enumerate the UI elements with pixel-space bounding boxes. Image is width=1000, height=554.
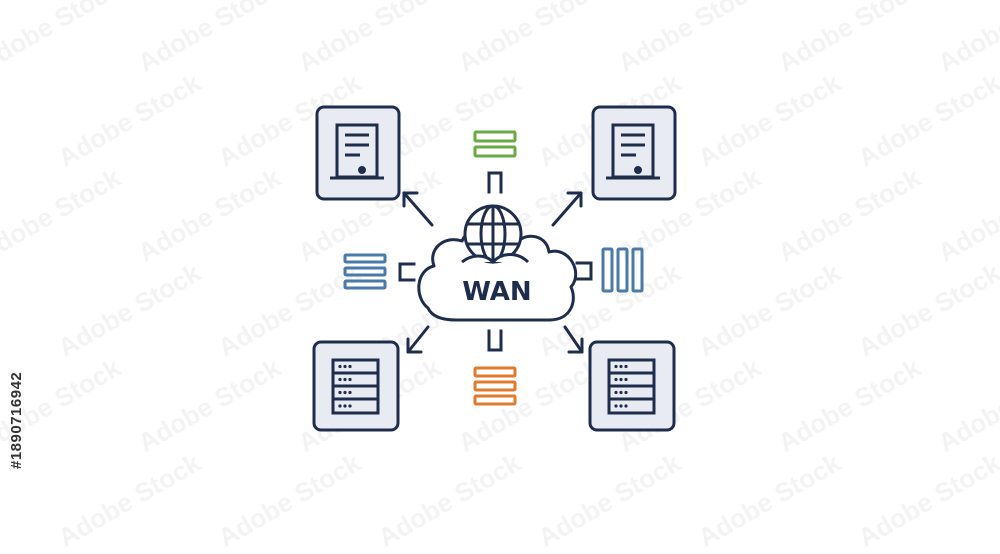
horizontal-bars-icon (343, 253, 387, 290)
connector-top (487, 171, 503, 194)
vertical-bars-icon (601, 247, 644, 293)
server-tower-icon (330, 123, 384, 180)
server-rack-icon (607, 358, 656, 415)
horizontal-bars-icon (473, 130, 517, 158)
connector-bottom (487, 329, 503, 352)
server-rack-icon (331, 358, 380, 415)
wan-label: WAN (462, 277, 531, 307)
server-node-bottom-right (588, 340, 676, 432)
connector-right (575, 261, 593, 281)
server-node-top-right (591, 105, 677, 201)
connector-left (398, 262, 416, 282)
stock-id-watermark: #1890716942 (8, 371, 25, 469)
cloud-inner-curve (461, 253, 530, 265)
server-node-bottom-left (312, 340, 400, 432)
horizontal-bars-icon (473, 366, 517, 406)
server-tower-icon (606, 123, 660, 180)
server-node-top-left (315, 105, 401, 201)
arrow-bottom-left (406, 325, 430, 354)
arrow-top-left (402, 191, 434, 227)
arrow-bottom-right (563, 325, 584, 354)
arrow-top-right (551, 191, 583, 227)
